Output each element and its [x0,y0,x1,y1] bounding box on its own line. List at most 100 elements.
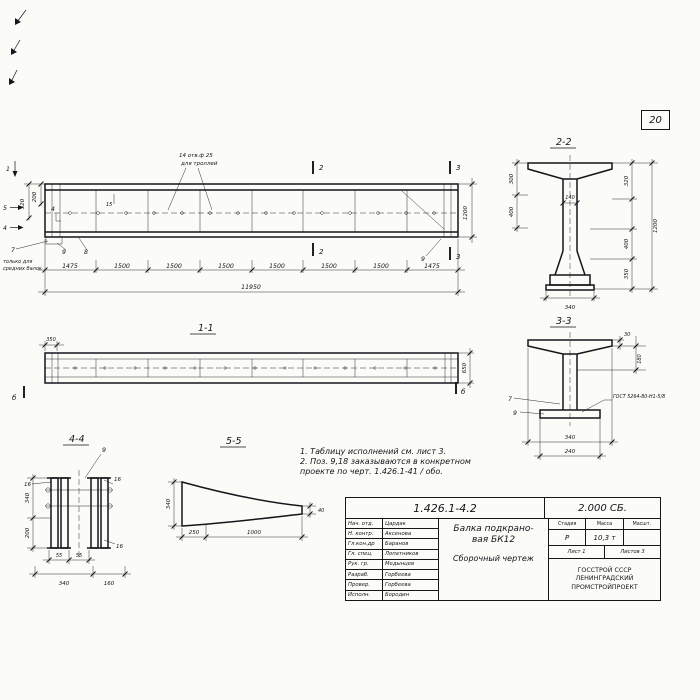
plan-holes [73,366,437,370]
dim-650-lines [459,348,474,388]
signature-table: Нач. отд.Цардак Н. контр.Аксенова Гл.кон… [346,519,439,600]
corner-arrow-icon [9,9,27,85]
cut-mark-1: 1 [6,166,10,173]
org-line1: ГОССТРОЙ СССР [577,566,632,574]
person-name: Бородин [385,592,410,599]
elevation-view: 14 отв.ф 25 для троллей 2 2 3 3 1 5 4 [3,153,477,296]
dimension-chain [38,239,465,296]
dim-350: 350 [624,268,630,279]
scale-value [624,530,660,545]
dim-340: 340 [565,305,576,311]
seg-dim: 1500 [166,263,182,270]
general-notes: 1. Таблицу исполнений см. лист 3. 2. Поз… [300,447,530,477]
document-number: 1.426.1-4.2 [346,498,545,518]
trolley-holes [68,211,436,215]
left-dim-lines [168,478,182,530]
mass-header: Масса [586,519,624,529]
drawing-title-line1: Балка подкрано- [453,524,534,534]
dim-200: 200 [32,191,38,202]
dim-650: 650 [462,362,468,373]
pos-mark-7: 7 [11,247,15,254]
role-label: Провер. [346,580,383,590]
cut-mark-2-top: 2 [319,164,324,172]
person-name: Лопатников [385,551,419,558]
dim-340-bottom: 340 [59,581,70,587]
person-name: Аксенова [385,530,412,537]
role-label: Гл.кон.др [346,539,383,549]
taper-plate-outline [181,481,303,527]
person-name: Баранов [385,541,409,548]
b-cut-marks [23,382,457,398]
dim-400: 400 [509,206,515,217]
dim-15: 15 [106,202,112,208]
cut-mark-3-bottom: 3 [456,253,460,261]
dim-340: 340 [166,498,172,509]
weld-spec-label: ГОСТ 5264-80-Н1-5/8 [613,394,665,400]
right-dims [590,159,658,293]
role-label: Гл. спец. [346,549,383,559]
section-mark-arrows [10,161,24,230]
seg-dim: 1500 [373,263,389,270]
left-dim-lines [24,181,115,221]
dim-55b: 55 [76,553,82,559]
dim-300: 300 [509,173,515,184]
dim-350-lines [39,341,64,351]
sheet-count-row: Лист 1 Листов 3 [549,546,660,559]
note-middle-beams-1: только для [3,259,32,265]
pos-mark-9-left: 9 [62,249,66,256]
dim-240: 240 [565,449,576,455]
view-title-5-5: 5-5 [226,436,242,447]
role-label: Разраб. [346,570,383,580]
dim-40: 40 [318,508,324,514]
person-name: Горбеева [385,581,411,588]
cut-lines [312,161,451,260]
flag-4: 4 [51,206,55,213]
seg-dim: 1500 [321,263,337,270]
org-line3: ПРОМСТРОЙПРОЕКТ [571,583,638,591]
seg-dim: 1500 [269,263,285,270]
title-block: 1.426.1-4.2 2.000 СБ. Нач. отд.Цардак Н.… [345,497,661,601]
plan-internal [45,353,458,383]
pos-leaders [513,397,612,415]
left-dim-lines [27,474,51,552]
note-line-1: 1. Таблицу исполнений см. лист 3. [300,447,447,456]
trolley-callout: 14 отв.ф 25 [179,153,213,159]
seg-dim: 1500 [218,263,234,270]
bottom-dim-lines [29,550,131,578]
cut-mark-3-top: 3 [456,164,460,172]
beam-internal-lines [45,184,452,245]
document-code: 2.000 СБ. [578,502,627,514]
drawing-title-line3: Сборочный чертеж [453,553,534,563]
dim-350: 350 [46,337,56,343]
registration-marks [9,9,27,85]
right-dim-lines [302,502,316,518]
trolley-callout-leaders [167,167,213,211]
signature-row: Исполн.Бородин [346,590,438,600]
section-5-5-view: 5-5 340 40 250 1000 [166,436,324,541]
view-title-3-3: 3-3 [556,316,572,327]
bottom-dim-lines [522,348,618,460]
pos-mark-8: 8 [84,249,88,256]
note-middle-beams-2: средних балок [3,266,42,272]
seg-dim: 1475 [424,263,440,270]
role-label: Исполн. [346,590,383,600]
sheet-number-box: 20 [641,110,670,130]
role-label: Н. контр. [346,529,383,539]
dim-340-left: 340 [25,492,31,503]
cut-mark-4: 4 [3,225,7,232]
signature-row: Гл. спец.Лопатников [346,549,438,560]
dim-200: 200 [25,527,31,538]
note-line-3: проекте по черт. 1.426.1-41 / обо. [300,467,443,476]
signature-row: Н. контр.Аксенова [346,529,438,540]
total-dim: 11950 [241,284,261,291]
pos-mark-9: 9 [513,410,517,417]
dim-1200: 1200 [463,206,469,220]
person-name: Цардак [385,520,406,527]
cut-mark-b-right: б [461,388,466,396]
thickness-leaders [31,479,116,545]
dim-30-180-lines [577,336,646,374]
drawing-title-line2: вая БК12 [471,535,516,546]
organization-cell: ГОССТРОЙ СССР ЛЕНИНГРАДСКИЙ ПРОМСТРОЙПРО… [549,559,660,600]
dim-140-lines [560,200,580,206]
dim-320: 320 [20,198,26,209]
